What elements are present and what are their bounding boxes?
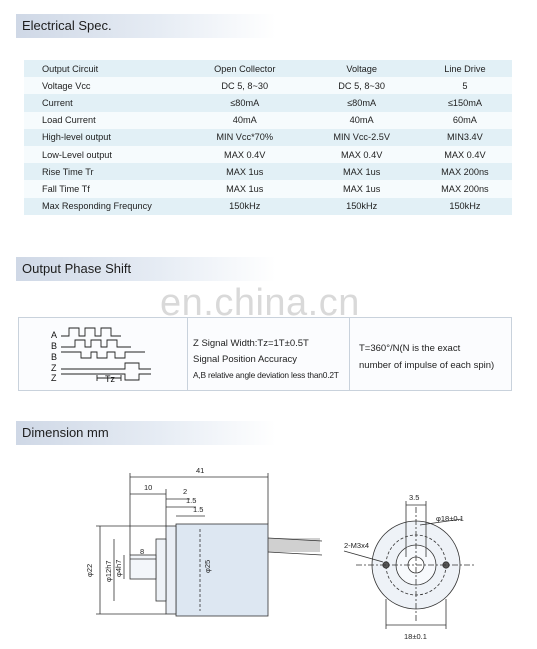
cable-outline [267,537,323,556]
encoder-body [175,523,269,617]
spec-cell: 40mA [184,111,306,129]
phase-shift-panel: A B B Z Z Tz Z Signal Width:Tz=1T±0.5T S… [18,317,512,391]
spec-cell: MAX 0.4V [184,145,306,164]
dim-12-label: φ12h7 [104,560,113,582]
relative-angle-text: A,B relative angle deviation less than0.… [193,370,339,380]
spec-cell: MAX 1us [305,163,418,181]
dim-10-line [130,489,167,526]
side-view-drawing: 41 10 2 1.5 1.5 8 φ22 φ12h7 φ4h7 φ25 [85,466,323,617]
spec-cell: MIN3.4V [417,128,512,146]
signal-label-z-bar: Z [51,373,57,383]
spec-cell: 40mA [305,111,418,129]
dim-4-label: φ4h7 [114,560,123,577]
spec-cell: DC 5, 8~30 [305,77,418,95]
dim-18-bottom-label: 18±0.1 [404,632,427,641]
wave-z [61,362,151,370]
dim-15b-label: 1.5 [193,505,203,514]
phase-divider-2 [349,318,350,390]
spec-row-label: Load Current [24,111,184,129]
tz-label: Tz [105,374,115,384]
dimension-header: Dimension mm [16,421,276,445]
center-lines [356,507,476,623]
front-view-drawing: 3.5 φ18±0.1 2-M3x4 18±0.1 [343,493,476,641]
dim-18-circle-leader [419,518,463,526]
spec-cell: 60mA [417,111,512,129]
spec-cell: 5 [417,77,512,95]
dim-22-line [96,525,166,615]
spec-cell: ≤80mA [305,94,418,112]
spec-row-label: Current [24,94,184,112]
spec-cell: 150kHz [417,197,512,215]
impulse-definition-text: number of impulse of each spin) [359,360,495,371]
spec-cell: MAX 1us [184,180,306,198]
hole-leader [343,550,384,563]
signal-position-accuracy-text: Signal Position Accuracy [193,354,298,365]
dim-35-line [405,501,427,557]
signal-label-b-bar: B [51,352,57,362]
spec-cell: MIN Vcc-2.5V [305,128,418,146]
output-phase-shift-header: Output Phase Shift [16,257,276,281]
wave-z-bar [61,373,151,381]
spec-cell: ≤150mA [417,94,512,112]
hole-label: 2-M3x4 [344,541,369,550]
dim-35-label: 3.5 [409,493,419,502]
spec-cell: MAX 0.4V [417,145,512,164]
spec-row-label: Rise Time Tr [24,163,184,181]
dim-2-label: 2 [183,487,187,496]
spec-cell: MAX 200ns [417,163,512,181]
signal-label-b: B [51,341,57,351]
spec-cell: MIN Vcc*70% [184,128,306,146]
dim-18-circle-label: φ18±0.1 [436,514,464,523]
spec-row-label: Low-Level output [24,145,184,164]
dim-18-bottom-line [385,599,447,629]
spec-cell: MAX 1us [305,180,418,198]
spec-cell: ≤80mA [184,94,306,112]
spec-cell: DC 5, 8~30 [184,77,306,95]
spec-cell: 150kHz [305,197,418,215]
dim-41-line [129,473,269,555]
period-formula-text: T=360°/N(N is the exact [359,343,461,354]
dim-15a-label: 1.5 [186,496,196,505]
spec-cell: MAX 200ns [417,180,512,198]
spec-cell: MAX 1us [184,163,306,181]
spec-cell: Voltage [305,60,418,78]
spec-row-label: Fall Time Tf [24,180,184,198]
dim-41-label: 41 [196,466,204,475]
dim-10-label: 10 [144,483,152,492]
spec-row-label: High-level output [24,128,184,146]
wave-a [61,327,121,337]
spec-cell: MAX 0.4V [305,145,418,164]
dim-22-label: φ22 [85,564,94,577]
wave-b [61,339,131,348]
dim-8-label: 8 [140,547,144,556]
spec-row: Current≤80mA≤80mA≤150mA [24,94,512,112]
phase-divider-1 [187,318,188,390]
z-signal-width-text: Z Signal Width:Tz=1T±0.5T [193,338,309,349]
spec-row-label: Voltage Vcc [24,77,184,95]
spec-row-label: Output Circuit [24,60,184,78]
dim-25-label: φ25 [203,560,212,573]
wave-b-bar [61,351,145,359]
spec-cell: 150kHz [184,197,306,215]
signal-label-z: Z [51,363,57,373]
spec-cell: Open Collector [184,60,306,78]
signal-label-a: A [51,330,57,340]
tz-marker [96,375,122,381]
spec-cell: Line Drive [417,60,512,78]
electrical-spec-header: Electrical Spec. [16,14,276,38]
spec-row-label: Max Responding Frequncy [24,197,184,215]
waveform-diagram: A B B Z Z Tz [51,327,151,384]
